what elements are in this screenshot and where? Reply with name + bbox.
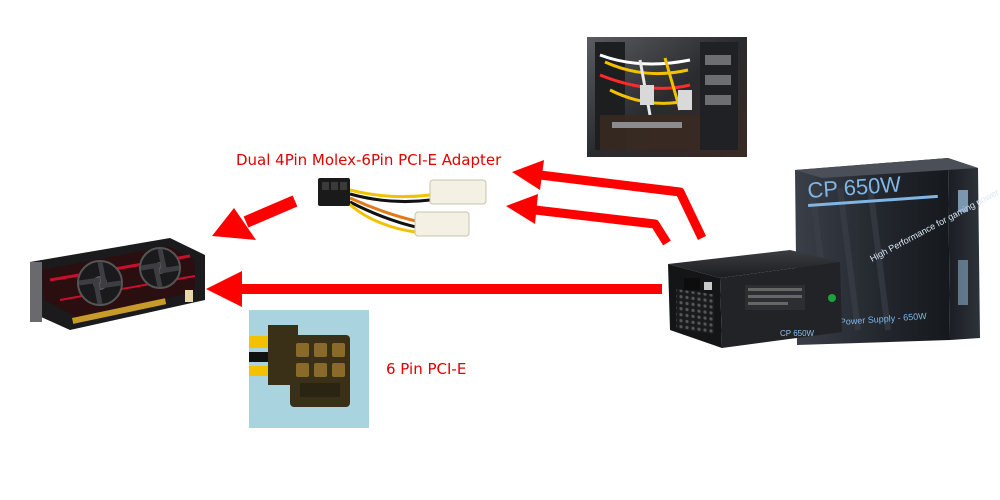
adapter-label: Dual 4Pin Molex-6Pin PCI-E Adapter <box>236 151 502 169</box>
unit-badge-text: CP 650W <box>780 329 815 338</box>
arrow-psu-to-adapter-upper <box>512 160 707 240</box>
pcie-connector-photo <box>249 310 369 428</box>
arrow-psu-to-adapter-lower <box>506 194 671 246</box>
pcie-label: 6 Pin PCI-E <box>386 360 467 378</box>
pc-case-cables-photo <box>587 37 747 157</box>
arrow-adapter-to-gpu <box>212 195 298 240</box>
arrow-psu-to-gpu <box>206 271 662 307</box>
graphics-card-photo <box>30 238 205 330</box>
molex-adapter-photo <box>318 178 487 237</box>
psu-unit-photo: CP 650W <box>668 250 842 348</box>
